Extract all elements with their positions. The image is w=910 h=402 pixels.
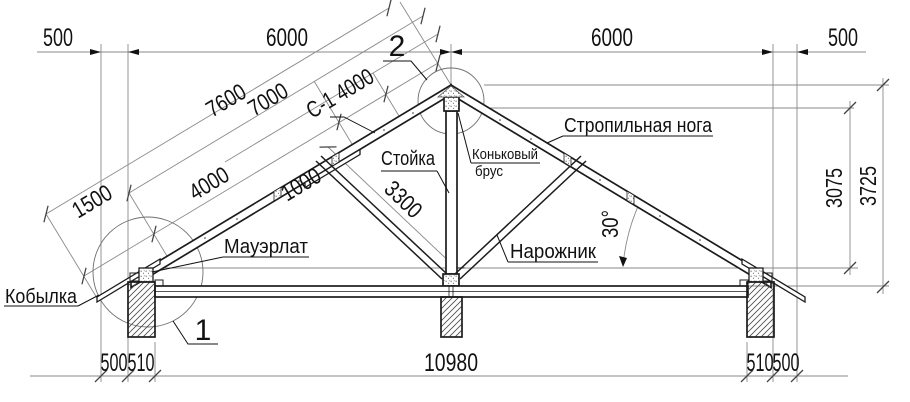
callout-ridge-number: 2 xyxy=(389,30,406,63)
dim-top-right-span: 6000 xyxy=(591,24,633,52)
c1-splice-board xyxy=(304,148,361,189)
label-eave-filler: Кобылка xyxy=(5,286,78,308)
left-jack-rafter xyxy=(315,155,448,280)
dim-total-height: 3725 xyxy=(855,166,881,206)
rafter-dots xyxy=(204,112,701,241)
callout-eave-number: 1 xyxy=(195,314,212,347)
dimension-arrows xyxy=(90,49,808,267)
label-ridge-beam-1: Коньковый xyxy=(472,146,538,163)
dim-top-right-overhang: 500 xyxy=(828,24,858,52)
right-wall-plate xyxy=(748,267,764,283)
post xyxy=(445,110,458,275)
dim-bottom-left-overhang: 500 xyxy=(101,349,128,377)
angle-arc xyxy=(622,201,641,267)
dim-bottom-left-wall: 510 xyxy=(128,349,155,377)
right-jack-rafter xyxy=(454,155,587,280)
component-labels: Стропильная нога Стойка Коньковый брус Н… xyxy=(5,115,713,308)
callout-1-leader xyxy=(172,320,218,345)
truss-structure xyxy=(96,83,806,338)
dim-bottom-span: 10980 xyxy=(424,349,478,377)
label-post: Стойка xyxy=(381,148,436,170)
wall-plate-leader xyxy=(151,256,309,273)
c1-leader xyxy=(330,116,376,134)
label-wall-plate: Мауэрлат xyxy=(224,236,308,258)
dimension-lines xyxy=(30,1,889,382)
label-rafter: Стропильная нога xyxy=(564,115,713,137)
dim-roof-angle: 30° xyxy=(597,210,623,238)
dim-post-length: 3300 xyxy=(379,175,427,223)
dim-c1-piece: С-1 4000 xyxy=(301,63,378,123)
label-jack-rafter: Нарожник xyxy=(510,241,596,263)
dim-bottom-right-overhang: 500 xyxy=(773,349,800,377)
beam-left-step xyxy=(154,279,164,287)
dim-bottom-right-wall: 510 xyxy=(747,349,774,377)
left-pier xyxy=(127,281,156,338)
left-wall-plate xyxy=(138,267,154,283)
rafter-joint-marks xyxy=(273,151,635,206)
apex-joint xyxy=(436,85,466,98)
eave-filler-leader xyxy=(4,294,100,307)
center-pier xyxy=(440,296,463,338)
jack-rafter-leader xyxy=(496,234,598,263)
post-length-dim-line xyxy=(327,146,457,269)
post-base-pad xyxy=(442,273,460,287)
label-leaders xyxy=(4,60,713,345)
dim-slope-lower: 4000 xyxy=(184,161,233,205)
dim-slope-overhang: 1500 xyxy=(67,179,116,223)
right-pier xyxy=(746,281,775,338)
rafter-leader xyxy=(546,135,713,144)
dim-top-left-span: 6000 xyxy=(266,24,308,52)
dim-top-left-overhang: 500 xyxy=(43,24,73,52)
dim-ridge-height: 3075 xyxy=(821,168,847,208)
dim-slope-to-wall: 7000 xyxy=(243,77,292,121)
post-leader xyxy=(381,170,450,194)
left-seat-block xyxy=(129,272,140,282)
angle-arrow xyxy=(619,256,627,267)
right-seat-block xyxy=(762,272,773,282)
ridge-beam xyxy=(443,96,460,112)
callout-2-leader xyxy=(383,60,428,81)
label-ridge-beam-2: брус xyxy=(475,163,503,180)
ridge-beam-leader xyxy=(457,112,540,164)
node-callouts: 2 1 xyxy=(195,30,406,347)
